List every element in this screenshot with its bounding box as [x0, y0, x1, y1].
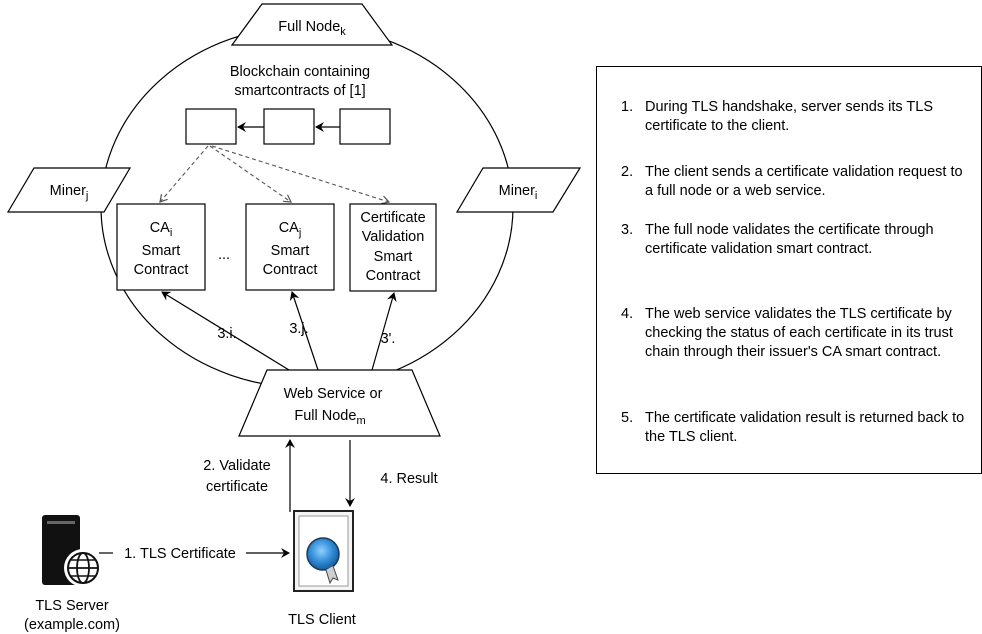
- tls-certificate-label: 1. TLS Certificate: [124, 546, 236, 562]
- arrow-3j: [289, 291, 319, 371]
- legend-step: 2. The client sends a certificate valida…: [621, 163, 971, 201]
- dashed-arrow-to-ca-i: [159, 145, 209, 203]
- tls-client-label: TLS Client: [288, 612, 356, 628]
- dashed-arrow-to-cert-validation: [211, 145, 391, 205]
- edge-label-3j: 3.j.: [289, 321, 308, 337]
- blockchain-label-line1: Blockchain containing: [230, 64, 370, 80]
- block-2: [263, 108, 315, 145]
- legend-step-number: 1.: [621, 99, 634, 115]
- certificate-icon: [293, 510, 354, 592]
- legend-step-number: 4.: [621, 306, 634, 322]
- miner-j: Minerj: [6, 167, 132, 213]
- legend-step-number: 3.: [621, 222, 634, 238]
- legend-step-number: 5.: [621, 410, 634, 426]
- legend-step-text: The certificate validation result is ret…: [645, 410, 965, 445]
- ca-j-line3: Contract: [263, 262, 318, 278]
- tls-server-label-line2: (example.com): [24, 617, 120, 633]
- miner-i: Mineri: [455, 167, 582, 213]
- globe-icon: [64, 549, 102, 587]
- cert-validation-smart-contract: Certificate Validation Smart Contract: [349, 203, 437, 292]
- validate-label-line2: certificate: [206, 479, 268, 495]
- legend-step-text: During TLS handshake, server sends its T…: [645, 99, 934, 134]
- edge-label-3prime: 3'.: [381, 331, 396, 347]
- miner-i-label: Mineri: [499, 183, 538, 202]
- tls-server-label-line1: TLS Server: [35, 598, 108, 614]
- cert-validation-line4: Contract: [366, 268, 421, 284]
- legend-step-text: The web service validates the TLS certif…: [645, 306, 953, 360]
- ca-j-smart-contract: CAj Smart Contract: [245, 203, 335, 291]
- arrow-3i: [161, 291, 290, 371]
- full-node-k: Full Nodek: [230, 3, 394, 46]
- block-1: [185, 108, 237, 145]
- result-label: 4. Result: [380, 471, 437, 487]
- legend-step: 4. The web service validates the TLS cer…: [621, 305, 971, 362]
- legend-step-text: The client sends a certificate validatio…: [645, 164, 963, 199]
- cert-validation-line2: Validation: [362, 229, 425, 245]
- legend-step-text: The full node validates the certificate …: [645, 222, 934, 257]
- miner-j-label: Minerj: [50, 183, 89, 202]
- cert-validation-line3: Smart: [374, 249, 413, 265]
- block-3: [339, 108, 391, 145]
- legend-step: 5. The certificate validation result is …: [621, 409, 971, 447]
- legend-step-number: 2.: [621, 164, 634, 180]
- ca-j-label: CAj: [279, 220, 302, 239]
- legend-step: 1. During TLS handshake, server sends it…: [621, 98, 971, 136]
- ca-j-line2: Smart: [271, 243, 310, 259]
- validate-label-line1: 2. Validate: [203, 458, 270, 474]
- web-service-line2: Full Nodem: [294, 408, 365, 427]
- ellipsis: ...: [218, 247, 230, 263]
- arrow-3prime: [371, 292, 397, 371]
- full-node-k-label: Full Nodek: [278, 19, 346, 38]
- cert-validation-line1: Certificate: [360, 210, 425, 226]
- steps-legend: 1. During TLS handshake, server sends it…: [596, 66, 982, 474]
- ca-i-line2: Smart: [142, 243, 181, 259]
- web-service-line1: Web Service or: [284, 386, 383, 402]
- ca-i-label: CAi: [150, 220, 173, 239]
- ca-i-smart-contract: CAi Smart Contract: [116, 203, 206, 291]
- ca-i-line3: Contract: [134, 262, 189, 278]
- web-service-node: Web Service or Full Nodem: [238, 369, 441, 437]
- blockchain-label-line2: smartcontracts of [1]: [234, 83, 365, 99]
- legend-step: 3. The full node validates the certifica…: [621, 221, 971, 259]
- dashed-arrow-to-ca-j: [209, 145, 292, 203]
- edge-label-3i: 3.i.: [217, 326, 236, 342]
